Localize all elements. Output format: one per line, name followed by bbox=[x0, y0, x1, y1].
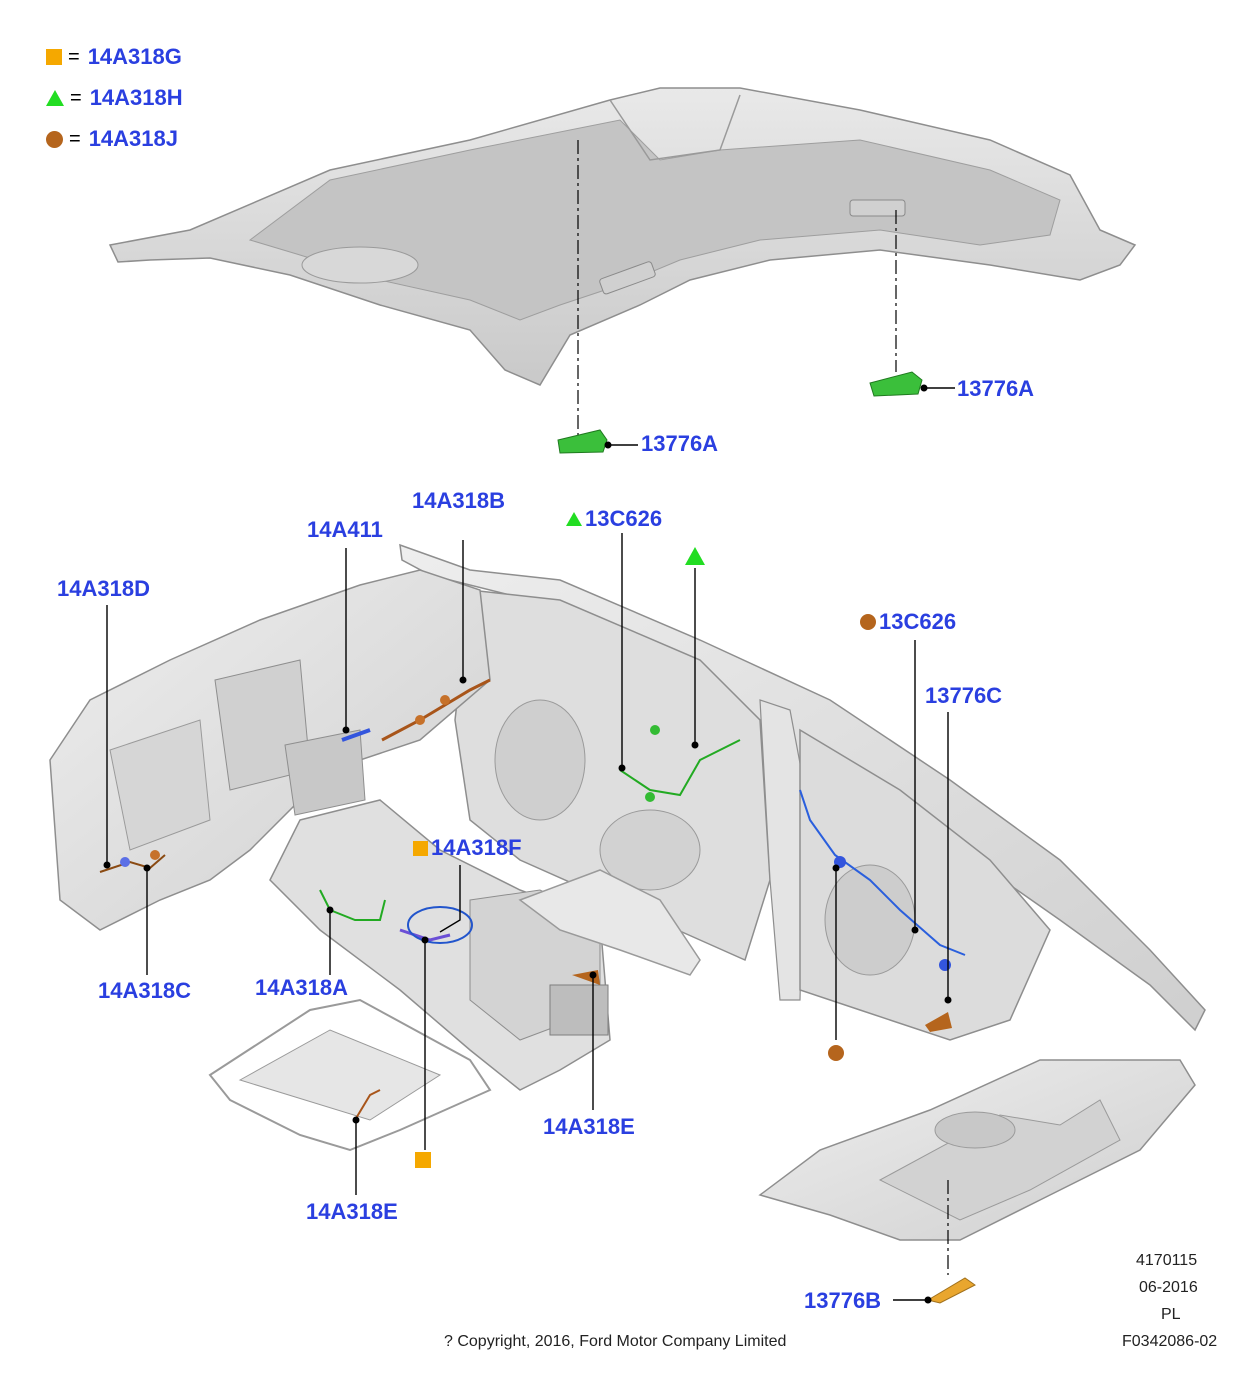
legend-eq: = bbox=[69, 127, 81, 150]
label-14A318B: 14A318B bbox=[412, 488, 505, 513]
label-14A318F: 14A318F bbox=[413, 837, 522, 859]
vehicle-interior bbox=[49, 543, 1206, 1241]
label-text: 14A318F bbox=[431, 835, 522, 860]
label-text: 13C626 bbox=[585, 506, 663, 531]
copyright: ? Copyright, 2016, Ford Motor Company Li… bbox=[444, 1333, 787, 1350]
label-text: 13C626 bbox=[879, 609, 957, 634]
legend-eq: = bbox=[70, 86, 82, 109]
label-14A318E-left: 14A318E bbox=[306, 1199, 398, 1224]
square-symbol-icon bbox=[413, 840, 428, 856]
legend-code: 14A318G bbox=[87, 44, 182, 69]
circle-symbol-icon bbox=[46, 130, 63, 148]
callout-dots bbox=[103, 676, 952, 1304]
label-13776B: 13776B bbox=[804, 1288, 882, 1313]
label-13776A-right: 13776A bbox=[957, 376, 1035, 401]
label-13C626-brown: 13C626 bbox=[860, 611, 956, 633]
figure-code-1: 4170115 bbox=[1136, 1252, 1198, 1269]
square-symbol-icon bbox=[46, 49, 62, 65]
label-14A318A: 14A318A bbox=[255, 975, 348, 1000]
circle-symbol-icon bbox=[860, 614, 876, 630]
part-13776A-right bbox=[869, 371, 923, 397]
figure-region: PL bbox=[1161, 1306, 1181, 1323]
legend-code: 14A318J bbox=[88, 126, 178, 151]
legend-code: 14A318H bbox=[89, 85, 183, 110]
label-13776C: 13776C bbox=[925, 683, 1003, 708]
callout-leaders bbox=[106, 533, 949, 1301]
legend-row-square: = 14A318G bbox=[46, 44, 182, 70]
label-13C626-green: 13C626 bbox=[566, 508, 662, 530]
label-14A411: 14A411 bbox=[307, 517, 383, 542]
part-13776A-center bbox=[557, 429, 608, 454]
headliner bbox=[108, 87, 1137, 386]
legend-eq: = bbox=[68, 45, 80, 68]
figure-date: 06-2016 bbox=[1139, 1279, 1198, 1296]
legend-row-circle: = 14A318J bbox=[46, 126, 178, 152]
legend-row-triangle: = 14A318H bbox=[46, 85, 183, 111]
triangle-symbol-icon bbox=[566, 512, 582, 526]
label-13776A-center: 13776A bbox=[641, 431, 719, 456]
triangle-marker bbox=[685, 547, 705, 565]
triangle-symbol-icon bbox=[46, 90, 64, 106]
square-marker bbox=[415, 1152, 431, 1168]
label-14A318E-center: 14A318E bbox=[543, 1114, 635, 1139]
circle-marker bbox=[828, 1045, 844, 1061]
figure-number: F0342086-02 bbox=[1122, 1333, 1218, 1350]
label-14A318D: 14A318D bbox=[57, 576, 150, 601]
label-14A318C: 14A318C bbox=[98, 978, 191, 1003]
